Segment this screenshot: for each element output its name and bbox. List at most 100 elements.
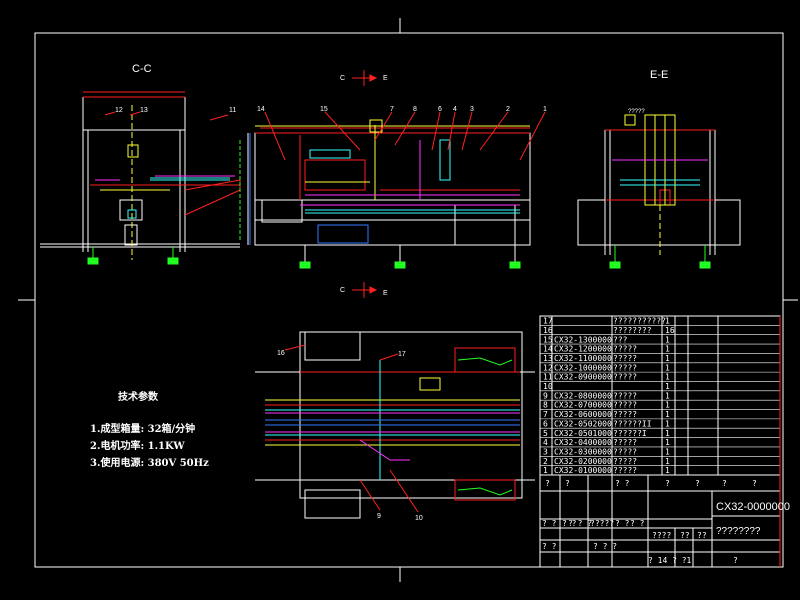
bom-cell-name: ??????II xyxy=(613,419,652,428)
callout-front-4: 4 xyxy=(453,106,457,113)
bom-cell-name: ????? xyxy=(613,345,637,354)
bom-cell-name: ???????? xyxy=(613,326,652,335)
bom-cell-no: 6 xyxy=(543,419,548,428)
bom-cell-name: ????? xyxy=(613,410,637,419)
header-mark-5: ? xyxy=(722,479,727,488)
bom-cell-code: CX32-0800000 xyxy=(554,391,612,400)
view-ee: E-E xyxy=(577,69,741,269)
section-top-left: C xyxy=(340,75,345,82)
bom-cell-code: CX32-1200000 xyxy=(554,345,612,354)
drawing-name: ???????? xyxy=(716,526,761,537)
title-corner: ? xyxy=(733,556,738,565)
tech-params-heading: 技术参数 xyxy=(118,390,159,403)
title-mark-a0: ? ? xyxy=(542,519,557,528)
callout-plan-16: 16 xyxy=(277,350,285,357)
title-block: ? ? ? ? ? ? ? ? CX32-0000000 ???????? ? … xyxy=(539,316,790,568)
callout-plan-9: 9 xyxy=(377,513,381,520)
bom-cell-qty: 1 xyxy=(665,429,670,438)
bom-cell-code: CX32-0200000 xyxy=(554,457,612,466)
view-cc-title: C-C xyxy=(132,63,152,75)
bom-cell-no: 10 xyxy=(543,382,553,391)
bom-cell-qty: 1 xyxy=(665,363,670,372)
header-mark-6: ? xyxy=(752,479,757,488)
title-mark-a5: ? ? xyxy=(615,519,630,528)
bom-cell-code: CX32-1000000 xyxy=(554,363,612,372)
view-front: 14 15 7 8 6 4 3 2 1 xyxy=(239,106,547,269)
title-mark-a2: ? ? ? xyxy=(568,519,592,528)
bom-cell-qty: 1 xyxy=(665,410,670,419)
callout-front-14: 14 xyxy=(257,106,265,113)
callout-plan-10: 10 xyxy=(415,515,423,522)
header-mark-1: ? xyxy=(565,479,570,488)
tech-params-line1: 1.成型箱量: 32箱/分钟 xyxy=(90,422,195,435)
title-mark-b1: ? ? ? xyxy=(593,542,617,551)
callout-ee-note: ????? xyxy=(628,109,645,115)
tech-params-line3: 3.使用电源: 380V 50Hz xyxy=(90,456,209,469)
title-mark-c0: ???? xyxy=(652,531,671,540)
drawing-code: CX32-0000000 xyxy=(716,501,790,513)
bom-cell-qty: 1 xyxy=(665,354,670,363)
title-mark-c1: ?? xyxy=(680,531,690,540)
callout-cc-11: 11 xyxy=(229,107,236,114)
bom-cell-qty: 1 xyxy=(665,457,670,466)
section-bottom-left: C xyxy=(340,287,345,294)
callout-front-15: 15 xyxy=(320,106,328,113)
title-mark-b0: ? ? xyxy=(542,542,557,551)
view-cc: C-C xyxy=(40,63,241,265)
title-mark-a6: ? ? xyxy=(630,519,645,528)
tech-params-line2: 2.电机功率: 1.1KW xyxy=(90,439,185,452)
bom-cell-code: CX32-0900000 xyxy=(554,373,612,382)
bom-cell-name: ??????????? xyxy=(613,317,666,326)
bom-cell-name: ??????I xyxy=(613,429,647,438)
bom-cell-qty: 1 xyxy=(665,438,670,447)
title-mark-a1: ? ? xyxy=(562,519,577,528)
bom-cell-no: 1 xyxy=(543,466,548,475)
bom-cell-qty: 1 xyxy=(665,391,670,400)
bom-cell-no: 8 xyxy=(543,401,548,410)
bom-cell-no: 2 xyxy=(543,457,548,466)
bom-cell-code: CX32-0100000 xyxy=(554,466,612,475)
bom-cell-qty: 1 xyxy=(665,447,670,456)
sheet-info: ? 14 ? ?1 xyxy=(648,556,692,565)
callout-cc-13: 13 xyxy=(140,107,148,114)
bom-cell-no: 12 xyxy=(543,363,553,372)
bom-cell-no: 9 xyxy=(543,391,548,400)
bom-cell-no: 3 xyxy=(543,447,548,456)
bom-cell-code: CX32-1100000 xyxy=(554,354,612,363)
view-ee-title: E-E xyxy=(650,69,668,81)
bom-cell-no: 16 xyxy=(543,326,553,335)
callout-front-6: 6 xyxy=(438,106,442,113)
bom-cell-name: ????? xyxy=(613,447,637,456)
bom-cell-no: 7 xyxy=(543,410,548,419)
bom-cell-name: ??? xyxy=(613,335,628,344)
bom-cell-name: ????? xyxy=(613,466,637,475)
header-mark-2: ? ? xyxy=(615,479,630,488)
callout-front-2: 2 xyxy=(506,106,510,113)
bom-cell-no: 13 xyxy=(543,354,553,363)
bom-cell-no: 5 xyxy=(543,429,548,438)
bom-cell-name: ????? xyxy=(613,391,637,400)
bom-cell-code: CX32-0400000 xyxy=(554,438,612,447)
bom-cell-code: CX32-0501000 xyxy=(554,429,612,438)
bom-cell-no: 17 xyxy=(543,317,553,326)
bom-cell-name: ????? xyxy=(613,354,637,363)
callout-front-8: 8 xyxy=(413,106,417,113)
section-bottom-right: E xyxy=(383,290,388,297)
bom-cell-qty: 1 xyxy=(665,382,670,391)
tech-params: 技术参数 1.成型箱量: 32箱/分钟 2.电机功率: 1.1KW 3.使用电源… xyxy=(90,390,209,469)
title-mark-a4: ????? xyxy=(590,519,614,528)
callout-plan-17: 17 xyxy=(398,351,406,358)
bom-cell-no: 11 xyxy=(543,373,553,382)
bom-cell-no: 14 xyxy=(543,345,553,354)
bom-cell-code: CX32-0600000 xyxy=(554,410,612,419)
bom-cell-name: ????? xyxy=(613,363,637,372)
bom-cell-code: CX32-0700000 xyxy=(554,401,612,410)
bom-cell-name: ????? xyxy=(613,457,637,466)
title-mark-c2: ?? xyxy=(697,531,707,540)
bom-cell-name: ????? xyxy=(613,401,637,410)
section-top-right: E xyxy=(383,75,388,82)
bom-cell-code: CX32-0502000 xyxy=(554,419,612,428)
drawing-frame xyxy=(18,18,798,582)
bom-cell-no: 4 xyxy=(543,438,548,447)
